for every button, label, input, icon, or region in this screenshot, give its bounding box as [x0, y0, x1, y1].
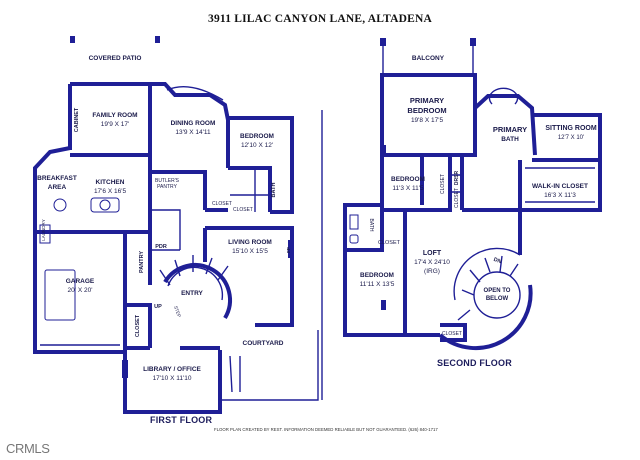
- area-label-courtyard: COURTYARD: [243, 340, 284, 347]
- room-label-bedroom-1: BEDROOM: [240, 133, 274, 140]
- fireplace-label: FP: [286, 247, 291, 253]
- room-label-butlers-pantry: PANTRY: [157, 184, 177, 190]
- stair-label-up: UP: [154, 304, 162, 310]
- room-label-primary-bath: PRIMARY: [493, 125, 527, 134]
- stair-label-step: STEP: [173, 305, 182, 318]
- room-note-loft: (IRG): [424, 268, 440, 275]
- room-label-primary-bath-2: BATH: [501, 136, 519, 143]
- room-label-pdr: PDR: [155, 244, 167, 250]
- room-label-garage: GARAGE: [66, 278, 95, 285]
- room-label-bedroom-3: BEDROOM: [360, 272, 394, 279]
- patio-post: [155, 36, 160, 43]
- stair-label-dn: DN: [493, 257, 503, 265]
- room-label-covered-patio: COVERED PATIO: [89, 55, 142, 62]
- room-label-living-room: LIVING ROOM: [228, 239, 272, 246]
- room-label-loft: LOFT: [423, 250, 442, 257]
- room-dims-bedroom-2: 11'3 X 11'5: [392, 185, 424, 192]
- first-floor-labels: COVERED PATIO FAMILY ROOM 19'9 X 17' CAB…: [37, 55, 291, 382]
- room-dims-loft: 17'4 X 24'10: [414, 259, 450, 266]
- crmls-watermark: CRMLS: [6, 441, 50, 456]
- room-label-butlers: BUTLER'S: [155, 178, 180, 184]
- room-dims-sitting-room: 12'7 X 10': [558, 135, 584, 141]
- room-label-kitchen: KITCHEN: [96, 179, 125, 186]
- room-dims-kitchen: 17'6 X 16'5: [94, 188, 127, 195]
- room-label-bedroom-2: BEDROOM: [391, 176, 425, 183]
- room-dims-library: 17'10 X 11'10: [153, 375, 192, 382]
- room-dims-family-room: 19'9 X 17': [101, 121, 130, 128]
- first-floor-caption: FIRST FLOOR: [150, 415, 213, 425]
- area-label-open-to: OPEN TO: [484, 288, 511, 294]
- room-label-closet-b: CLOSET: [454, 188, 460, 208]
- room-label-bath-2: BATH: [368, 219, 374, 232]
- room-dims-bedroom-3: 11'11 X 13'5: [360, 281, 395, 288]
- second-floor-caption: SECOND FLOOR: [437, 358, 512, 368]
- room-label-entry: ENTRY: [181, 290, 203, 297]
- room-label-sitting-room: SITTING ROOM: [545, 125, 597, 132]
- room-label-cabinet: CABINET: [74, 107, 80, 132]
- second-floor-labels: BALCONY PRIMARY BEDROOM 19'8 X 17'5 PRIM…: [360, 55, 597, 337]
- room-label-dining-room: DINING ROOM: [171, 120, 216, 127]
- room-dims-bedroom-1: 12'10 X 12': [241, 142, 273, 149]
- first-floor-walls: [33, 36, 323, 414]
- area-label-open-to-below: BELOW: [486, 296, 509, 302]
- room-label-closet-2: CLOSET: [233, 207, 253, 213]
- second-floor-walls: [343, 38, 602, 351]
- disclaimer-text: FLOOR PLAN CREATED BY REST. INFORMATION …: [214, 427, 438, 432]
- room-dims-primary-bedroom: 19'8 X 17'5: [411, 117, 444, 124]
- room-label-primary-bedroom: BEDROOM: [407, 106, 446, 115]
- room-label-pantry: PANTRY: [139, 251, 145, 273]
- room-label-closet-c: CLOSET: [378, 240, 401, 246]
- plan-title: 3911 LILAC CANYON LANE, ALTADENA: [208, 13, 432, 25]
- room-label-breakfast-area: AREA: [48, 184, 67, 191]
- room-label-closet-d: CLOSET: [442, 331, 462, 337]
- room-label-walkin-closet: WALK-IN CLOSET: [532, 183, 588, 190]
- room-label-closet-3: CLOSET: [135, 314, 141, 337]
- room-label-closet-1: CLOSET: [212, 201, 232, 207]
- room-dims-dining-room: 13'9 X 14'11: [175, 129, 211, 136]
- room-label-bath: BATH: [271, 183, 277, 198]
- area-label-balcony: BALCONY: [412, 55, 445, 62]
- room-label-family-room: FAMILY ROOM: [92, 112, 137, 119]
- room-label-dresser: DRSR: [454, 171, 460, 186]
- patio-post: [70, 36, 75, 43]
- room-label-primary: PRIMARY: [410, 96, 444, 105]
- room-label-laundry: LAUNDRY: [41, 219, 46, 240]
- room-label-breakfast: BREAKFAST: [37, 175, 77, 182]
- room-dims-walkin-closet: 16'3 X 11'3: [544, 192, 576, 199]
- room-label-library: LIBRARY / OFFICE: [143, 366, 201, 373]
- room-dims-garage: 20' X 20': [68, 287, 93, 294]
- room-dims-living-room: 15'10 X 15'5: [232, 248, 268, 255]
- room-label-closet-a: CLOSET: [440, 174, 446, 194]
